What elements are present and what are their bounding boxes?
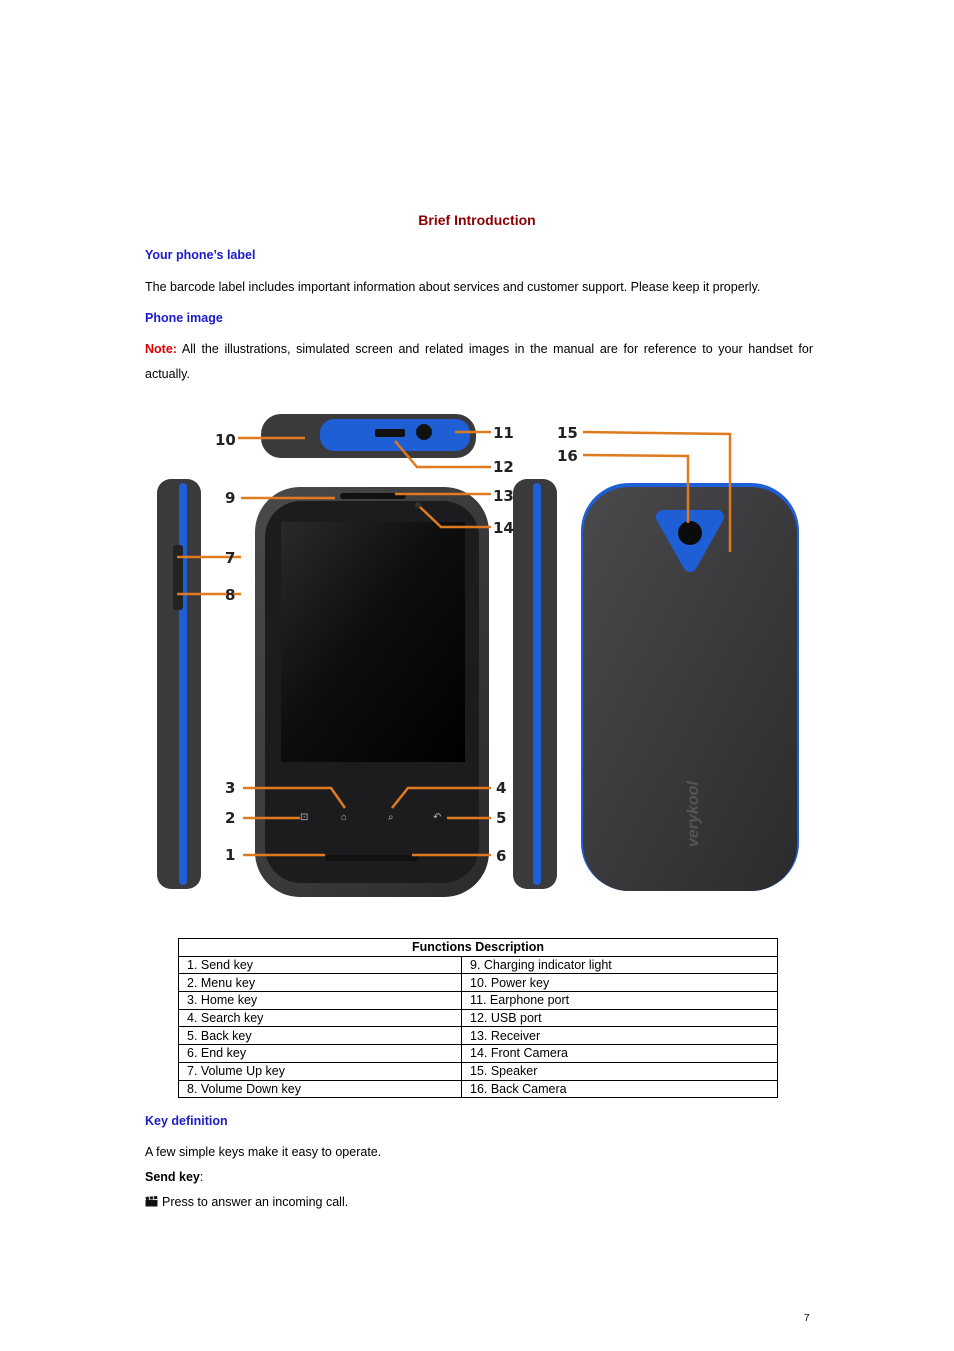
label-paragraph: The barcode label includes important inf…	[145, 280, 761, 294]
table-cell: 15. Speaker	[461, 1061, 778, 1081]
svg-text:↶: ↶	[433, 812, 441, 823]
svg-text:⌂: ⌂	[341, 812, 347, 823]
phone-top-view	[261, 414, 476, 458]
table-cell: 2. Menu key	[178, 973, 462, 993]
callout-12: 12	[493, 458, 514, 476]
phone-left-side	[157, 479, 201, 889]
phone-illustration: ⊡ ⌂ ⌕ ↶ verykool 1 2	[157, 414, 799, 897]
table-cell: 6. End key	[178, 1044, 462, 1063]
table-cell: 4. Search key	[178, 1008, 462, 1028]
page-title: Brief Introduction	[418, 212, 536, 228]
table-header-row: Functions Description	[178, 938, 778, 957]
svg-text:⊡: ⊡	[300, 812, 308, 823]
note-text: All the illustrations, simulated screen …	[145, 342, 813, 381]
callout-16: 16	[557, 447, 578, 465]
callout-1: 1	[225, 846, 235, 864]
table-cell: 13. Receiver	[461, 1026, 778, 1046]
callout-4: 4	[496, 779, 506, 797]
phone-front: ⊡ ⌂ ⌕ ↶	[255, 487, 489, 897]
callout-7: 7	[225, 549, 235, 567]
table-cell: 12. USB port	[461, 1008, 778, 1028]
note-paragraph: Note: All the illustrations, simulated s…	[145, 337, 813, 387]
table-cell: 5. Back key	[178, 1026, 462, 1046]
key-intro-paragraph: A few simple keys make it easy to operat…	[145, 1145, 382, 1159]
table-cell: 8. Volume Down key	[178, 1079, 462, 1099]
table-cell: 1. Send key	[178, 955, 462, 975]
phone-right-side	[513, 479, 557, 889]
send-key-bullet-text: Press to answer an incoming call.	[162, 1195, 349, 1209]
note-label: Note:	[145, 342, 177, 356]
section-heading-phone-image: Phone image	[145, 311, 223, 325]
brand-label: verykool	[685, 781, 702, 847]
section-heading-label: Your phone’s label	[145, 248, 256, 262]
clapperboard-bullet-icon	[145, 1196, 158, 1207]
table-cell: 10. Power key	[461, 973, 778, 993]
send-key-colon: :	[199, 1170, 204, 1184]
page-number: 7	[804, 1313, 810, 1324]
callout-8: 8	[225, 586, 235, 604]
table-cell: 3. Home key	[178, 991, 462, 1010]
send-key-bullet: Press to answer an incoming call.	[145, 1190, 813, 1215]
callout-6: 6	[496, 847, 506, 865]
table-cell: 11. Earphone port	[461, 991, 778, 1010]
callout-14: 14	[493, 519, 514, 537]
table-cell: 9. Charging indicator light	[461, 955, 778, 975]
table-cell: 7. Volume Up key	[178, 1061, 462, 1081]
callout-5: 5	[496, 809, 506, 827]
callout-15: 15	[557, 424, 578, 442]
callout-3: 3	[225, 779, 235, 797]
send-key-heading: Send key:	[145, 1165, 813, 1190]
svg-text:⌕: ⌕	[388, 812, 394, 823]
callout-13: 13	[493, 487, 514, 505]
callout-numbers: 1 2 3 4 5 6 7 8 9 10 11 12 13 14 15 16	[215, 424, 578, 865]
callout-9: 9	[225, 489, 235, 507]
send-key-label: Send key	[145, 1170, 200, 1184]
callout-10: 10	[215, 431, 236, 449]
callout-11: 11	[493, 424, 514, 442]
table-header: Functions Description	[178, 938, 778, 957]
section-heading-key-definition: Key definition	[145, 1114, 228, 1128]
table-cell: 14. Front Camera	[461, 1044, 778, 1063]
phone-back: verykool	[581, 483, 799, 891]
callout-leaders	[177, 430, 732, 857]
table-cell: 16. Back Camera	[461, 1079, 778, 1099]
callout-2: 2	[225, 809, 235, 827]
